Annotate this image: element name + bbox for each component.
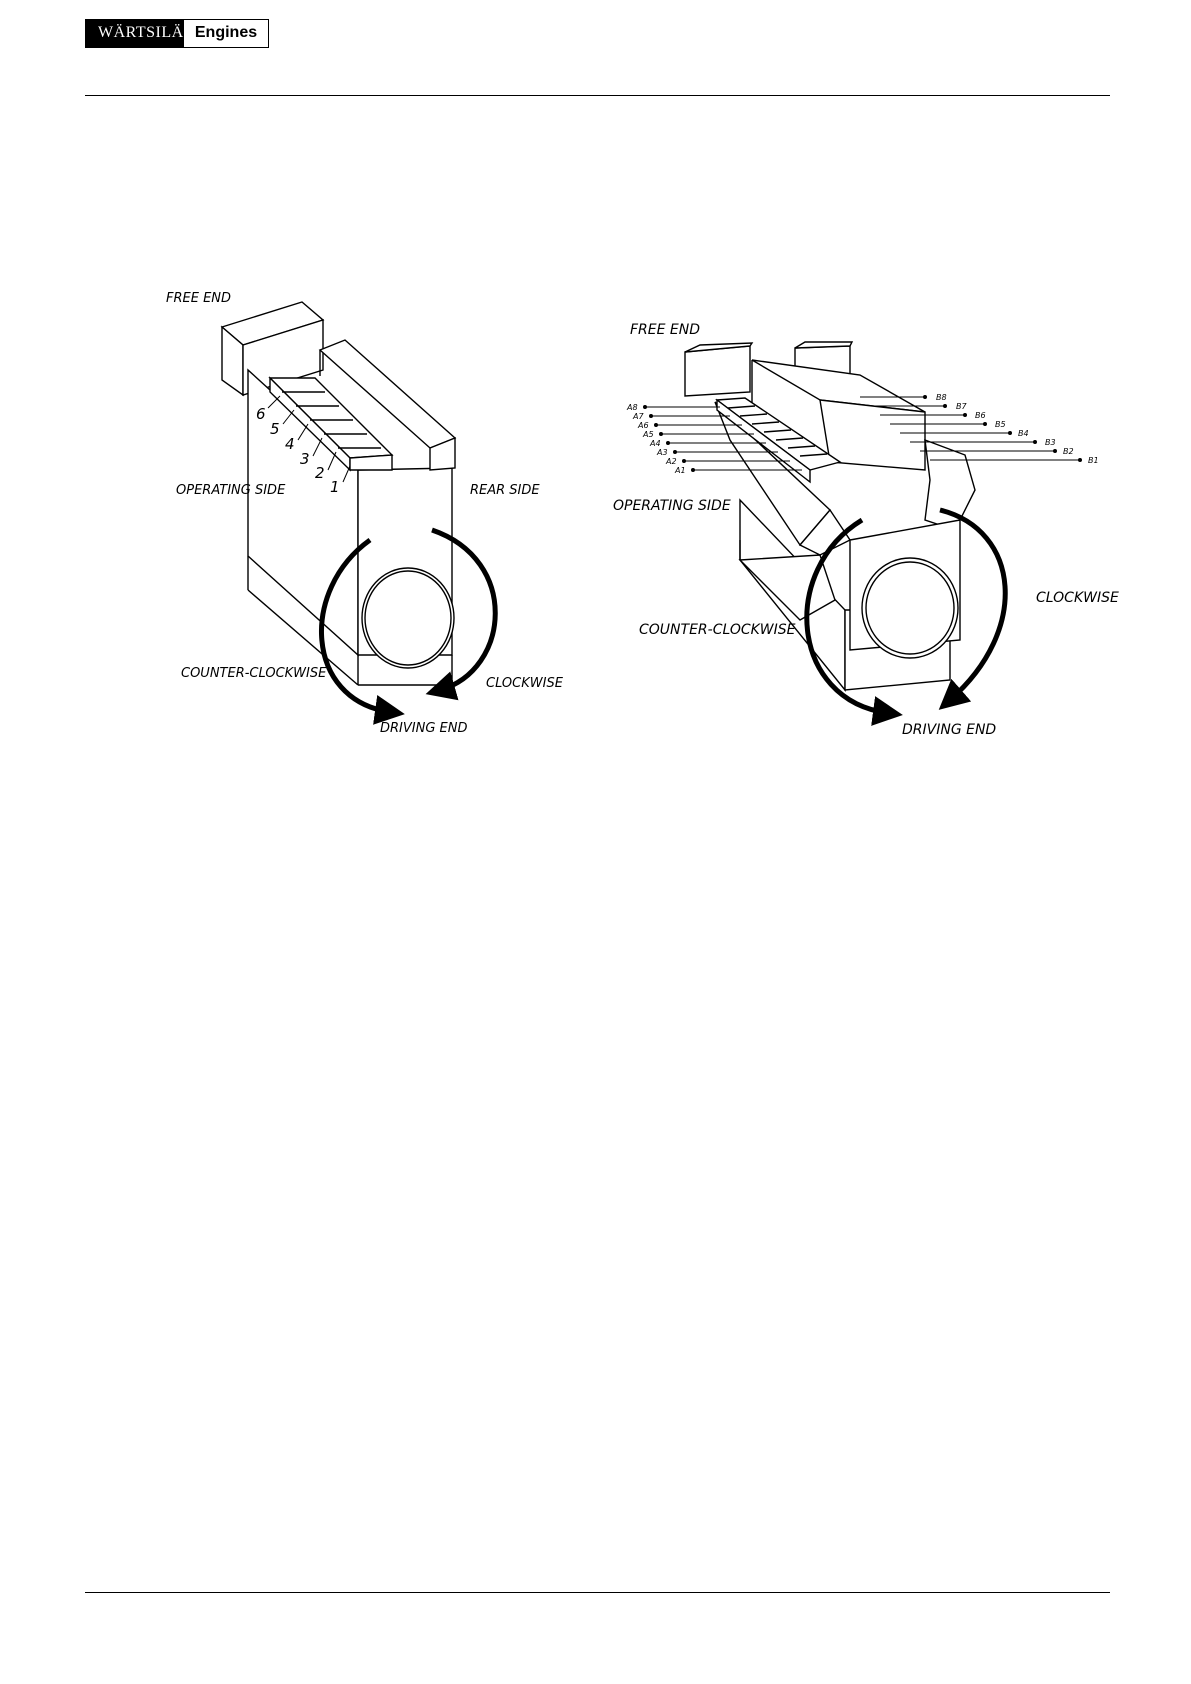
cylinder-number: 6 — [256, 405, 266, 423]
counter-clockwise-label: COUNTER-CLOCKWISE — [181, 666, 327, 681]
bank-b — [925, 440, 975, 530]
rear-side-label: REAR SIDE — [470, 483, 540, 498]
v-driving-end-label: DRIVING END — [902, 722, 996, 738]
driving-end-label: DRIVING END — [380, 721, 467, 736]
free-end-label: FREE END — [166, 291, 231, 306]
cylinder-number: 5 — [270, 420, 280, 438]
bank-a-label: A5 — [642, 430, 654, 439]
bank-a-label: A6 — [637, 421, 649, 430]
bank-a-label: A3 — [656, 448, 668, 457]
v-counter-clockwise-label: COUNTER-CLOCKWISE — [639, 622, 796, 638]
bank-b-label: B1 — [1088, 456, 1099, 465]
bank-a-label: A2 — [665, 457, 677, 466]
cylinder-number: 1 — [330, 478, 340, 496]
v-flywheel — [850, 520, 960, 658]
bank-b-label: B8 — [936, 393, 947, 402]
cylinder-number: 4 — [285, 435, 295, 453]
bank-a-label: A8 — [626, 403, 638, 412]
bank-b-label: B7 — [956, 402, 967, 411]
bank-b-label: B4 — [1018, 429, 1029, 438]
flywheel — [362, 568, 454, 668]
v-operating-side-label: OPERATING SIDE — [613, 498, 731, 514]
cylinder-number: 3 — [300, 450, 310, 468]
clockwise-label: CLOCKWISE — [486, 676, 564, 691]
bank-a-label: A1 — [674, 466, 686, 475]
inline-engine-figure — [222, 302, 495, 712]
v-engine-figure — [643, 342, 1082, 713]
bank-a-label: A7 — [632, 412, 644, 421]
bank-b-label: B5 — [995, 420, 1006, 429]
bank-a-label: A4 — [649, 439, 661, 448]
bank-b-label: B3 — [1045, 438, 1056, 447]
cylinder-number: 2 — [315, 464, 325, 482]
v-clockwise-label: CLOCKWISE — [1036, 590, 1119, 606]
bank-b-label: B6 — [975, 411, 986, 420]
operating-side-label: OPERATING SIDE — [176, 483, 286, 498]
v-free-end-label: FREE END — [630, 322, 700, 338]
bank-b-label: B2 — [1063, 447, 1074, 456]
